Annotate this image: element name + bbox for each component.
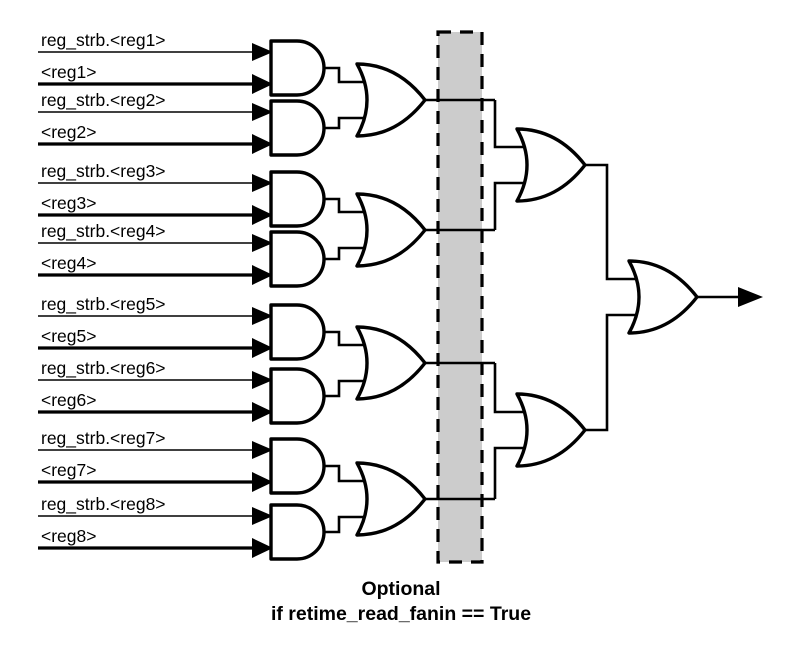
link-orc-stage2bottom — [493, 363, 524, 414]
and-gate-reg8 — [269, 503, 326, 561]
label-data-reg2: <reg2> — [41, 122, 96, 142]
output-arrowhead — [738, 287, 763, 307]
and-gate-reg5 — [269, 303, 326, 361]
retime-caption-line1: Optional — [361, 578, 441, 600]
link-and1-or-a — [325, 66, 364, 84]
input-arrowhead — [252, 307, 273, 325]
label-strobe-reg8: reg_strb.<reg8> — [41, 494, 166, 515]
label-data-reg3: <reg3> — [41, 193, 96, 213]
link-and4-or-b — [325, 246, 364, 261]
label-data-reg1: <reg1> — [41, 62, 96, 82]
input-arrowhead — [252, 43, 273, 61]
link-and5-or-c — [325, 330, 364, 347]
input-row-reg3 — [38, 174, 273, 225]
link-stage2top-final — [585, 163, 636, 281]
and-gate-reg3 — [269, 170, 326, 228]
input-row-reg8 — [38, 507, 273, 558]
link-ora-stage2top — [493, 100, 524, 149]
input-row-reg2 — [38, 103, 273, 154]
retime-caption-line2: if retime_read_fanin == True — [270, 603, 532, 625]
input-arrowhead — [252, 205, 273, 225]
input-arrowhead — [252, 402, 273, 422]
link-ord-stage2bottom — [493, 446, 524, 499]
input-row-reg1 — [38, 43, 273, 94]
input-arrowhead — [252, 441, 273, 459]
link-and2-or-a — [325, 116, 364, 130]
output-wire — [697, 287, 763, 307]
input-arrowhead — [252, 134, 273, 154]
and-gate-reg7 — [269, 437, 326, 495]
link-stage2bottom-final — [585, 313, 636, 432]
or-gate-stage1-b — [355, 192, 427, 268]
or-gate-output — [627, 259, 699, 335]
or-gate-stage1-a — [355, 62, 427, 138]
input-row-reg5 — [38, 307, 273, 358]
or-gate-stage2-top — [515, 127, 587, 203]
label-data-reg4: <reg4> — [41, 253, 96, 273]
input-arrowhead — [252, 507, 273, 525]
link-and3-or-b — [325, 197, 364, 214]
input-arrowhead — [252, 538, 273, 558]
label-strobe-reg5: reg_strb.<reg5> — [41, 294, 166, 315]
input-arrowhead — [252, 371, 273, 389]
link-orb-stage2top — [493, 181, 524, 230]
label-strobe-reg1: reg_strb.<reg1> — [41, 30, 166, 51]
input-arrowhead — [252, 265, 273, 285]
input-arrowhead — [252, 74, 273, 94]
input-arrowhead — [252, 338, 273, 358]
or-gate-stage1-c — [355, 325, 427, 401]
input-arrowhead — [252, 174, 273, 192]
label-strobe-reg3: reg_strb.<reg3> — [41, 161, 166, 182]
label-strobe-reg6: reg_strb.<reg6> — [41, 358, 166, 379]
link-and7-or-d — [325, 464, 364, 483]
label-strobe-reg4: reg_strb.<reg4> — [41, 221, 166, 242]
input-arrowhead — [252, 234, 273, 252]
and-gate-reg4 — [269, 230, 326, 288]
or-gate-stage1-d — [355, 461, 427, 537]
input-row-reg6 — [38, 371, 273, 422]
and-gate-reg6 — [269, 367, 326, 425]
label-data-reg6: <reg6> — [41, 390, 96, 410]
label-data-reg5: <reg5> — [41, 326, 96, 346]
or-gate-stage2-bottom — [515, 392, 587, 468]
label-strobe-reg7: reg_strb.<reg7> — [41, 428, 166, 449]
label-strobe-reg2: reg_strb.<reg2> — [41, 90, 166, 111]
input-arrowhead — [252, 103, 273, 121]
link-and8-or-d — [325, 515, 364, 534]
retime-region-box — [436, 30, 484, 564]
label-data-reg8: <reg8> — [41, 526, 96, 546]
input-arrowhead — [252, 472, 273, 492]
and-gate-reg2 — [269, 99, 326, 157]
and-gate-reg1 — [269, 39, 326, 97]
input-row-reg4 — [38, 234, 273, 285]
link-and6-or-c — [325, 379, 364, 398]
input-row-reg7 — [38, 441, 273, 492]
label-data-reg7: <reg7> — [41, 460, 96, 480]
